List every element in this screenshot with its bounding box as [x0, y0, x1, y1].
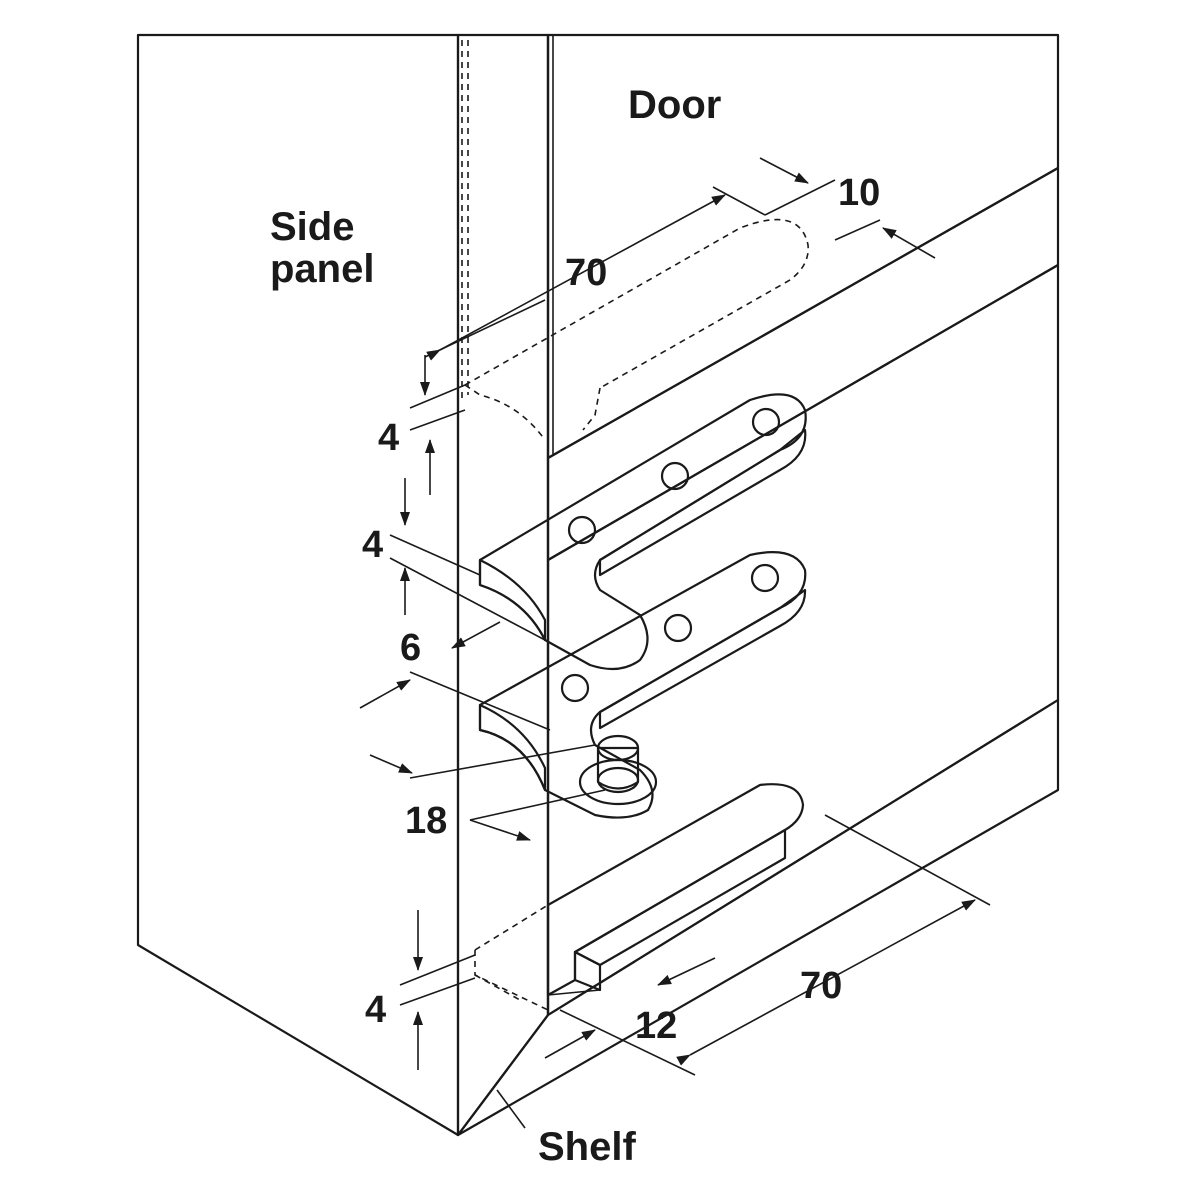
labels: Door Side panel Shelf: [270, 83, 721, 1169]
shelf-label: Shelf: [538, 1125, 636, 1169]
dim-shelf-recess-depth: 4: [365, 989, 386, 1031]
dim-door-mortise-width: 10: [838, 172, 880, 214]
side-panel-label-line1: Side: [270, 205, 354, 249]
dim-shelf-mortise-width: 12: [635, 1005, 677, 1047]
dim-door-recess-depth: 4: [378, 417, 399, 459]
dim-pivot-offset: 6: [400, 627, 421, 669]
door-bottom-edge: [546, 166, 1060, 562]
lower-hinge-plate: [478, 551, 807, 819]
hidden-lines: [461, 40, 809, 1011]
door-face: [546, 33, 1060, 460]
dimension-values: 70 10 4 4 6 18 4 12 70: [362, 172, 880, 1047]
dim-pivot-spacing: 18: [405, 800, 447, 842]
side-panel-edge: [456, 33, 550, 1137]
upper-hinge-plate: [478, 393, 807, 671]
side-panel-label-line2: panel: [270, 247, 374, 291]
dim-door-mortise-length: 70: [565, 252, 607, 294]
door-label: Door: [628, 83, 721, 127]
dim-shelf-mortise-length: 70: [800, 965, 842, 1007]
side-panel-face: [136, 33, 460, 1137]
shelf-front: [456, 698, 1060, 1137]
dim-upper-plate-thickness: 4: [362, 524, 383, 566]
shelf-mortise: [546, 783, 805, 997]
shelf-top: [546, 263, 1060, 1017]
dimension-lines: [359, 157, 991, 1076]
